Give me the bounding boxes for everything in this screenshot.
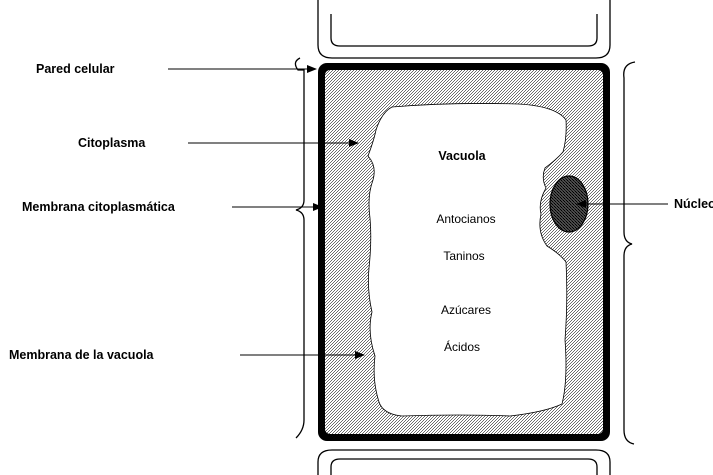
top-neighbor-cell-inner xyxy=(331,14,597,46)
vacuole-content-azucares: Azúcares xyxy=(441,303,491,317)
vacuole-content-acidos: Ácidos xyxy=(444,339,480,354)
right-neighbor-cell xyxy=(624,62,635,444)
label-membrana-citoplasmatica: Membrana citoplasmática xyxy=(22,200,176,214)
label-pared-celular: Pared celular xyxy=(36,62,115,76)
bottom-neighbor-cell-inner xyxy=(331,459,597,475)
vacuole-title: Vacuola xyxy=(438,149,486,163)
vacuole-content-antocianos: Antocianos xyxy=(436,212,495,226)
bottom-neighbor-cell xyxy=(318,450,610,475)
label-nucleo: Núcleo xyxy=(674,197,713,211)
label-citoplasma: Citoplasma xyxy=(78,136,146,150)
top-neighbor-cell xyxy=(318,0,610,58)
label-membrana-vacuola: Membrana de la vacuola xyxy=(9,348,155,362)
vacuole-content-taninos: Taninos xyxy=(443,249,484,263)
left-neighbor-cell xyxy=(295,58,304,438)
